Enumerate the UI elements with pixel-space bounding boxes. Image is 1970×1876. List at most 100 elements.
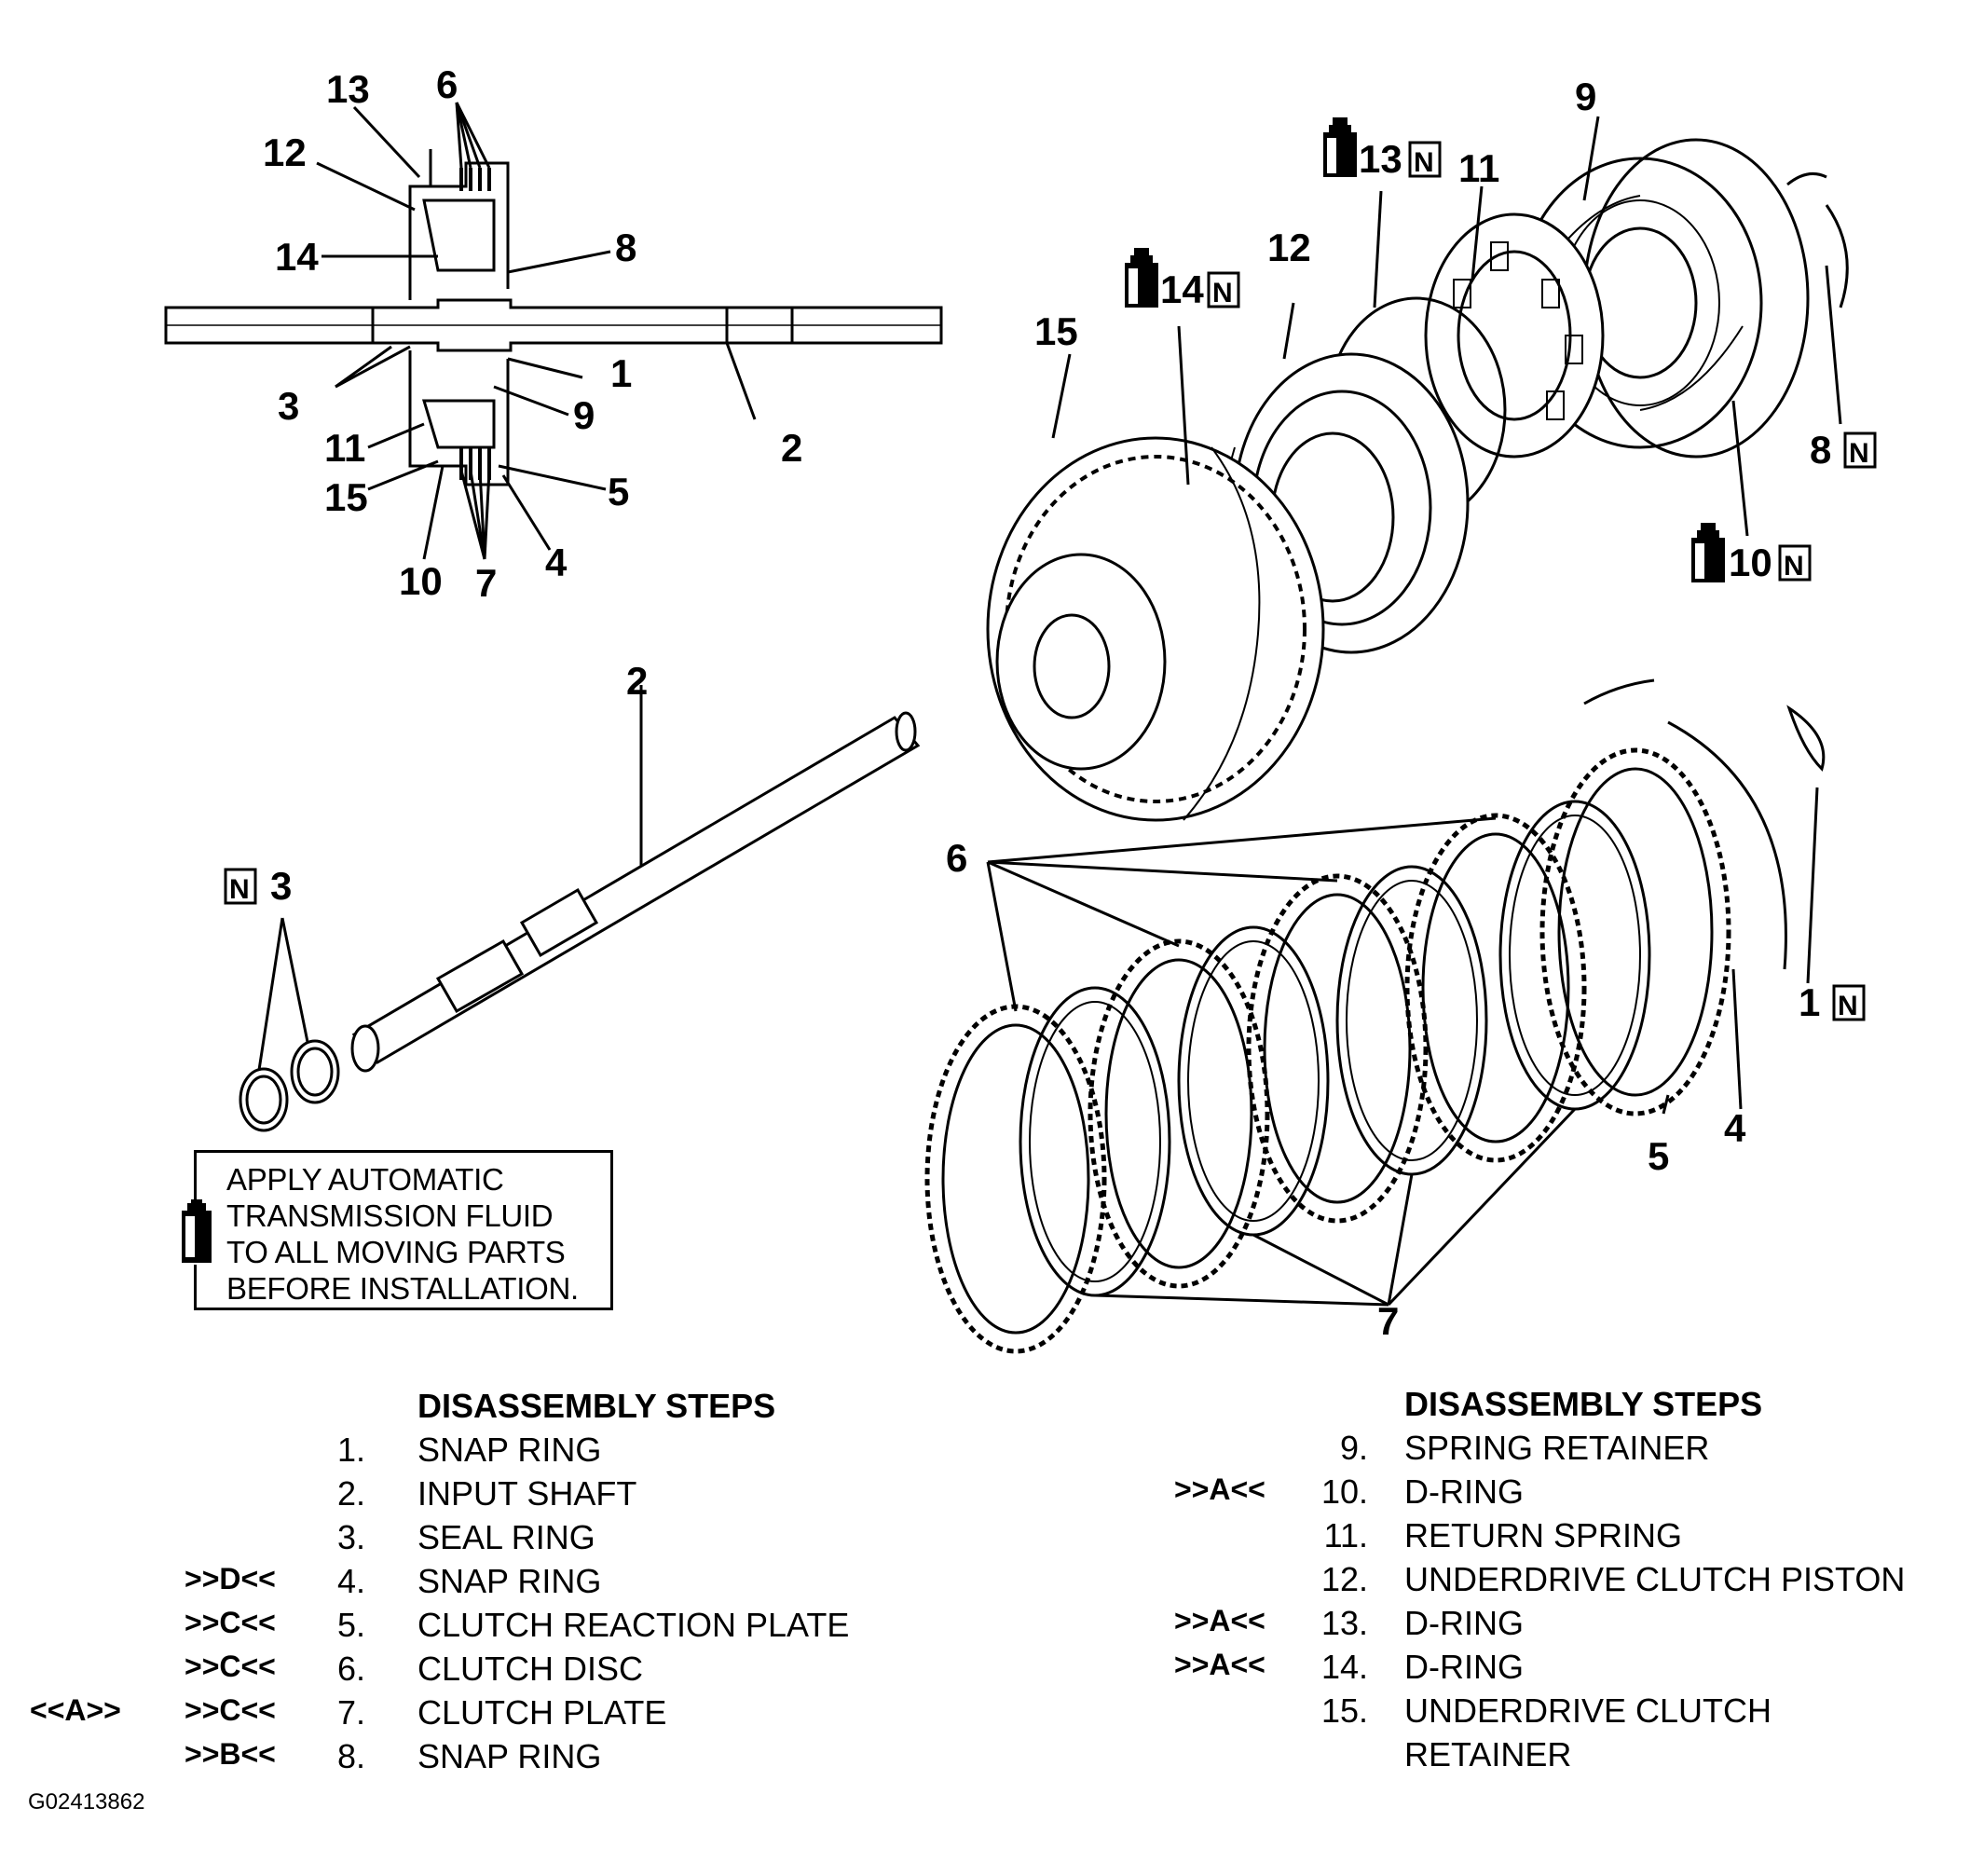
- step-label: INPUT SHAFT: [417, 1474, 637, 1513]
- step-label: RETAINER: [1404, 1735, 1572, 1773]
- cross-section-callouts: 13 6 12 14 8 3 1 11 9 2 15 5 10 7 4: [263, 62, 802, 605]
- step-number: 9.: [1339, 1429, 1368, 1467]
- step-label: SPRING RETAINER: [1404, 1429, 1710, 1467]
- callout-13: 13: [326, 67, 370, 111]
- step-label: CLUTCH DISC: [417, 1650, 644, 1688]
- step-number: 7.: [336, 1693, 365, 1732]
- step-label: UNDERDRIVE CLUTCH: [1404, 1691, 1772, 1730]
- callout-6: 6: [436, 62, 458, 106]
- n-badge-14-label: N: [1212, 278, 1233, 308]
- step-mark: >>A<<: [1174, 1648, 1265, 1681]
- step-mark: >>A<<: [1174, 1472, 1265, 1506]
- callout-1: 1: [1799, 980, 1820, 1024]
- step-number: 12.: [1320, 1560, 1368, 1598]
- callout-4: 4: [545, 541, 568, 584]
- callout-6: 6: [946, 836, 967, 880]
- n-badge-1-label: N: [1838, 991, 1858, 1021]
- callout-12: 12: [263, 130, 307, 174]
- step-label: D-RING: [1404, 1604, 1524, 1642]
- clutch-pack-callouts: 6 1 N 5 4 7: [946, 836, 1866, 1343]
- cross-section-assembly: [164, 102, 943, 560]
- n-badge-3-label: N: [229, 874, 250, 905]
- step-label: SNAP RING: [417, 1431, 602, 1469]
- step-mark: >>A<<: [1174, 1604, 1265, 1637]
- step-mark: >>C<<: [185, 1693, 276, 1727]
- callout-14: 14: [1160, 267, 1204, 311]
- step-label: SEAL RING: [417, 1518, 595, 1556]
- step-label: SNAP RING: [417, 1737, 602, 1775]
- callout-10: 10: [1729, 541, 1772, 584]
- callout-11: 11: [1458, 146, 1499, 190]
- callout-3: 3: [278, 384, 299, 428]
- step-label: D-RING: [1404, 1472, 1524, 1511]
- callout-4: 4: [1724, 1106, 1746, 1150]
- note-line-4: BEFORE INSTALLATION.: [226, 1271, 579, 1306]
- callout-5: 5: [608, 470, 629, 514]
- step-number: 14.: [1320, 1648, 1368, 1686]
- callout-3: 3: [270, 864, 292, 908]
- callout-7: 7: [475, 561, 497, 605]
- n-badge-3: [224, 868, 257, 905]
- clutch-pack: [924, 678, 1826, 1354]
- callout-10: 10: [399, 559, 443, 603]
- n-badge-13-label: N: [1414, 147, 1434, 178]
- n-badge-10: [1778, 544, 1812, 582]
- step-label: D-RING: [1404, 1648, 1524, 1686]
- n-badge-8-label: N: [1849, 438, 1869, 469]
- step-number: 11.: [1323, 1516, 1368, 1554]
- atf-note-box: APPLY AUTOMATIC TRANSMISSION FLUID TO AL…: [180, 1150, 613, 1310]
- note-line-3: TO ALL MOVING PARTS: [226, 1235, 566, 1269]
- callout-9: 9: [573, 393, 595, 437]
- exploded-upper-parts: [986, 116, 1849, 822]
- step-mark: >>B<<: [185, 1737, 276, 1771]
- callout-8: 8: [615, 226, 636, 269]
- step-number: 1.: [336, 1431, 365, 1469]
- step-label: SNAP RING: [417, 1562, 602, 1600]
- step-label: RETURN SPRING: [1404, 1516, 1683, 1554]
- exploded-upper-callouts: 9 13 N 11 14 N 12 15 8 N 10 N: [1034, 75, 1877, 584]
- callout-2: 2: [781, 426, 802, 470]
- callout-13: 13: [1359, 137, 1402, 181]
- step-number: 6.: [336, 1650, 365, 1688]
- n-badge-10-label: N: [1784, 551, 1804, 582]
- input-shaft: [239, 685, 921, 1132]
- n-badge-1: [1832, 984, 1866, 1021]
- steps-right-title: DISASSEMBLY STEPS: [1404, 1385, 1763, 1423]
- figure-id: G02413862: [28, 1789, 145, 1814]
- callout-11: 11: [324, 426, 365, 470]
- step-number: 13.: [1320, 1604, 1368, 1642]
- callout-2: 2: [626, 659, 648, 703]
- callout-5: 5: [1648, 1134, 1669, 1178]
- step-number: 3.: [336, 1518, 365, 1556]
- step-label: CLUTCH REACTION PLATE: [417, 1606, 850, 1644]
- callout-12: 12: [1267, 226, 1311, 269]
- step-label: UNDERDRIVE CLUTCH PISTON: [1404, 1560, 1906, 1598]
- step-number: 2.: [336, 1474, 365, 1513]
- callout-7: 7: [1377, 1299, 1399, 1343]
- shaft-callouts: 2 N 3: [224, 659, 648, 908]
- callout-15: 15: [324, 475, 368, 519]
- step-number: 5.: [336, 1606, 365, 1644]
- step-mark: >>D<<: [185, 1562, 276, 1595]
- step-mark: >>C<<: [185, 1650, 276, 1683]
- step-label: CLUTCH PLATE: [417, 1693, 667, 1732]
- callout-9: 9: [1575, 75, 1596, 118]
- n-badge-8: [1843, 431, 1877, 469]
- oil-can-icon: [180, 1199, 213, 1265]
- callout-14: 14: [275, 235, 319, 279]
- step-mark2: <<A>>: [30, 1693, 121, 1727]
- step-number: 15.: [1320, 1691, 1368, 1730]
- callout-15: 15: [1034, 309, 1078, 353]
- step-number: 8.: [336, 1737, 365, 1775]
- steps-left-title: DISASSEMBLY STEPS: [417, 1387, 776, 1425]
- callout-8: 8: [1810, 428, 1831, 472]
- note-line-1: APPLY AUTOMATIC: [226, 1162, 504, 1197]
- step-number: 10.: [1320, 1472, 1368, 1511]
- n-badge-14: [1207, 271, 1240, 308]
- note-line-2: TRANSMISSION FLUID: [226, 1198, 554, 1233]
- callout-1: 1: [610, 351, 632, 395]
- step-mark: >>C<<: [185, 1606, 276, 1639]
- n-badge-13: [1408, 141, 1442, 178]
- step-number: 4.: [336, 1562, 365, 1600]
